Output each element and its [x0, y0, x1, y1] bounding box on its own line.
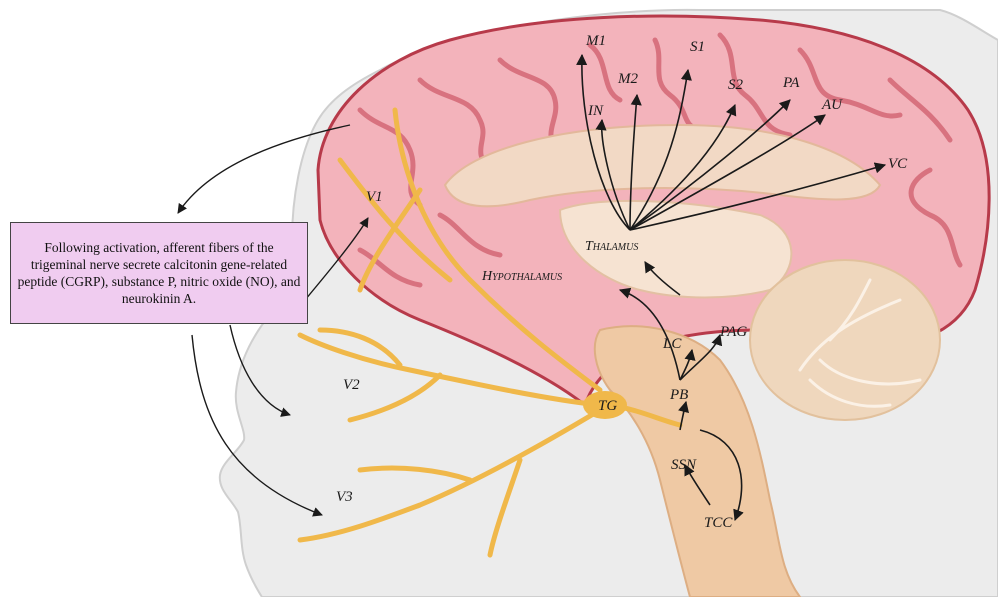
label-m1: M1	[586, 34, 606, 49]
label-m2: M2	[618, 72, 638, 87]
label-thalamus: Thalamus	[585, 240, 638, 254]
label-s2: S2	[728, 78, 743, 93]
label-lc: LC	[663, 337, 681, 352]
label-au: AU	[822, 98, 842, 113]
label-v1: V1	[366, 190, 383, 205]
label-vc: VC	[888, 157, 907, 172]
label-in: IN	[588, 104, 603, 119]
label-v2: V2	[343, 378, 360, 393]
label-v3: V3	[336, 490, 353, 505]
caption-text: Following activation, afferent fibers of…	[17, 239, 301, 307]
label-pa: PA	[783, 76, 799, 91]
label-pb: PB	[670, 388, 688, 403]
label-ssn: SSN	[671, 458, 696, 473]
label-tcc: TCC	[704, 516, 732, 531]
caption-box: Following activation, afferent fibers of…	[10, 222, 308, 324]
label-tg: TG	[598, 399, 617, 414]
label-s1: S1	[690, 40, 705, 55]
label-pag: PAG	[720, 325, 747, 340]
label-hypothalamus: Hypothalamus	[482, 270, 562, 284]
cerebellum	[750, 260, 940, 420]
